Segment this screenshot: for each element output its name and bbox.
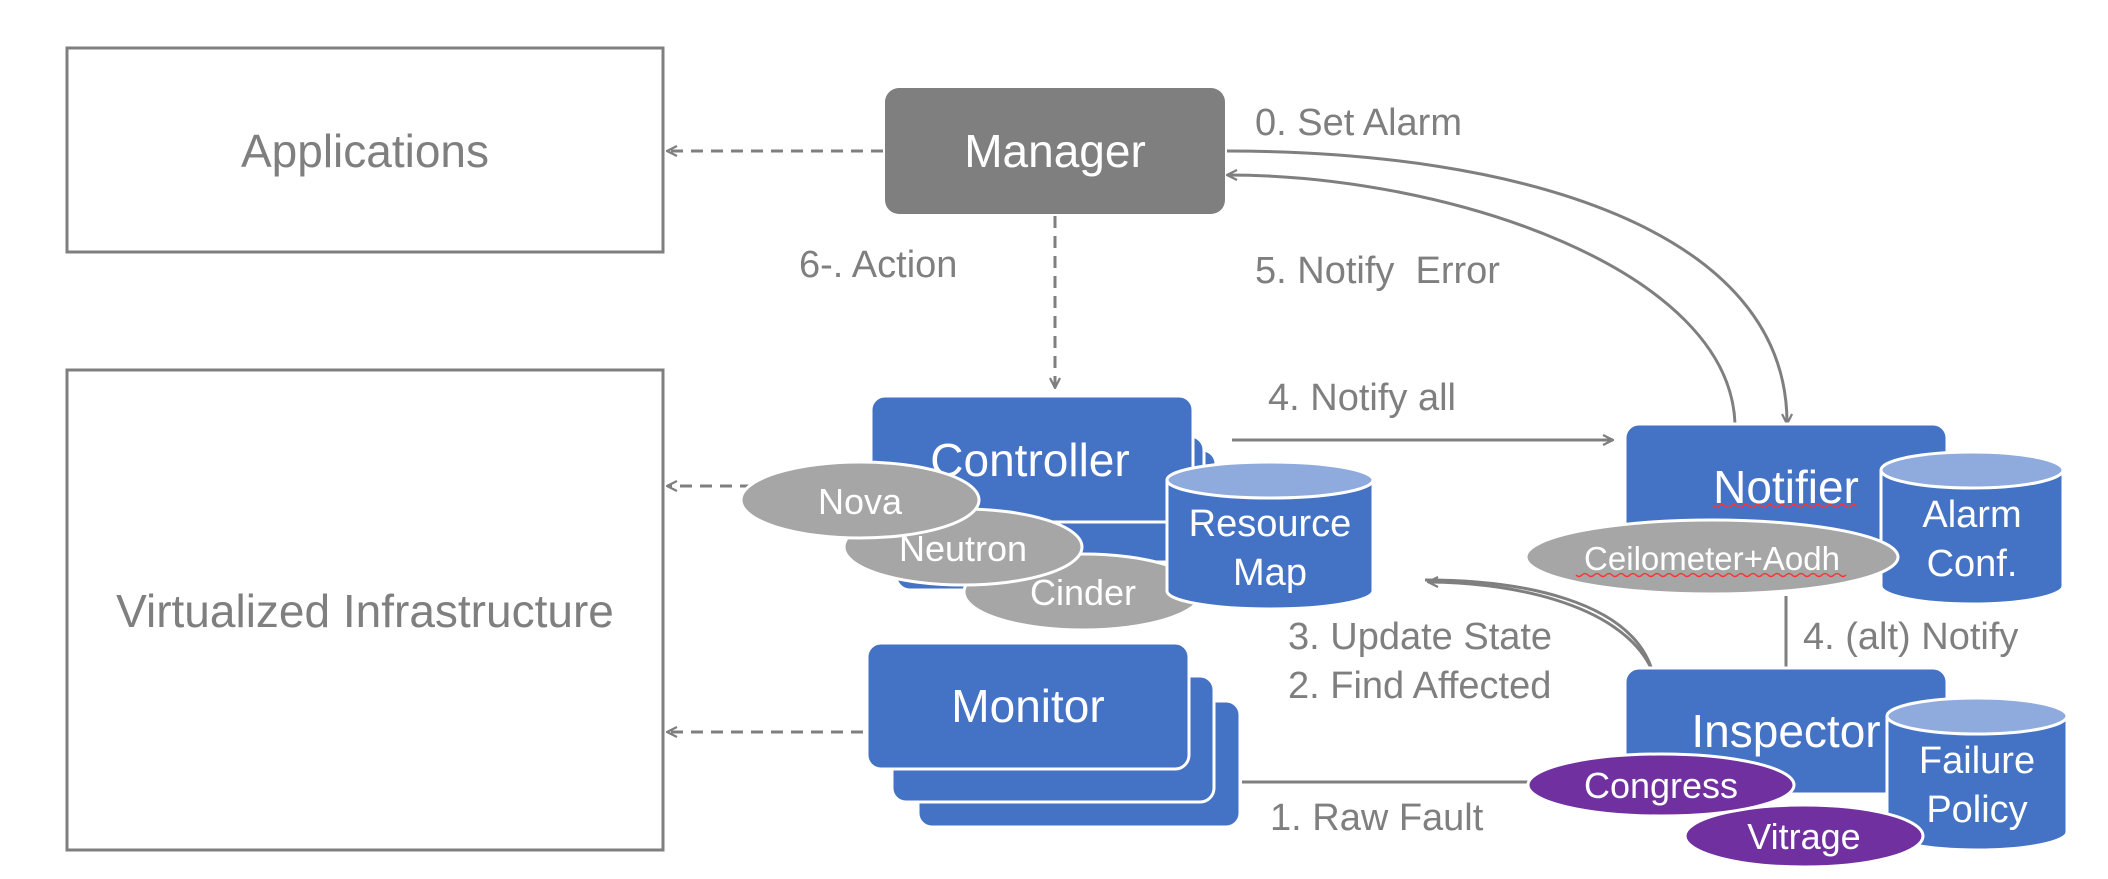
set-alarm-arrow — [1226, 149, 1787, 424]
vitrage-oval: Vitrage — [1683, 803, 1925, 869]
resource-map-line-1: Resource — [1189, 503, 1352, 545]
raw-fault-label: 1. Raw Fault — [1270, 797, 1484, 839]
congress-oval: Congress — [1526, 752, 1796, 818]
alarm-conf-db: Alarm Conf. — [1879, 450, 2065, 606]
update-state-label: 3. Update State — [1288, 616, 1552, 658]
congress-label: Congress — [1584, 765, 1738, 806]
manager-box: Manager — [885, 88, 1225, 214]
update-state-arrow — [1428, 582, 1654, 671]
notify-error-label: 5. Notify Error — [1255, 250, 1500, 292]
inspector-label: Inspector — [1691, 705, 1880, 757]
find-affected-label: 2. Find Affected — [1288, 665, 1551, 707]
monitor-label: Monitor — [951, 680, 1104, 732]
virtualized-infrastructure-box: Virtualized Infrastructure — [65, 368, 665, 852]
notify-all-label: 4. Notify all — [1268, 377, 1456, 419]
nova-oval: Nova — [739, 460, 981, 540]
notifier-label: Notifier — [1713, 461, 1859, 513]
vitrage-label: Vitrage — [1747, 816, 1860, 857]
action-label: 6-. Action — [799, 244, 957, 286]
controller-label: Controller — [930, 434, 1129, 486]
neutron-label: Neutron — [899, 528, 1027, 569]
monitor-box — [865, 641, 1191, 771]
resource-map-db: Resource Map — [1165, 460, 1375, 611]
applications-label: Applications — [241, 125, 489, 177]
ceilometer-aodh-label: Ceilometer+Aodh — [1584, 540, 1840, 577]
alarm-conf-line-1: Alarm — [1922, 494, 2021, 536]
alarm-conf-line-2: Conf. — [1927, 543, 2018, 585]
manager-label: Manager — [964, 125, 1146, 177]
set-alarm-label: 0. Set Alarm — [1255, 102, 1462, 144]
neutron-oval: Neutron — [842, 507, 1084, 587]
cinder-label: Cinder — [1030, 572, 1136, 613]
resource-map-line-2: Map — [1233, 552, 1307, 594]
applications-box: Applications — [65, 46, 665, 254]
alt-notify-label: 4. (alt) Notify — [1803, 616, 2018, 658]
failure-policy-line-2: Policy — [1926, 789, 2027, 831]
controller-stack: Controller — [868, 394, 1218, 592]
monitor-stack: Monitor — [865, 641, 1242, 829]
notifier-box: Notifier — [1623, 422, 1949, 552]
virtualized-infrastructure-label: Virtualized Infrastructure — [116, 585, 614, 637]
nova-label: Nova — [818, 481, 903, 522]
failure-policy-line-1: Failure — [1919, 740, 2035, 782]
ceilometer-aodh-oval: Ceilometer+Aodh — [1524, 518, 1900, 596]
update-state-curve — [1424, 578, 1654, 671]
notify-error-arrow — [1227, 175, 1737, 425]
